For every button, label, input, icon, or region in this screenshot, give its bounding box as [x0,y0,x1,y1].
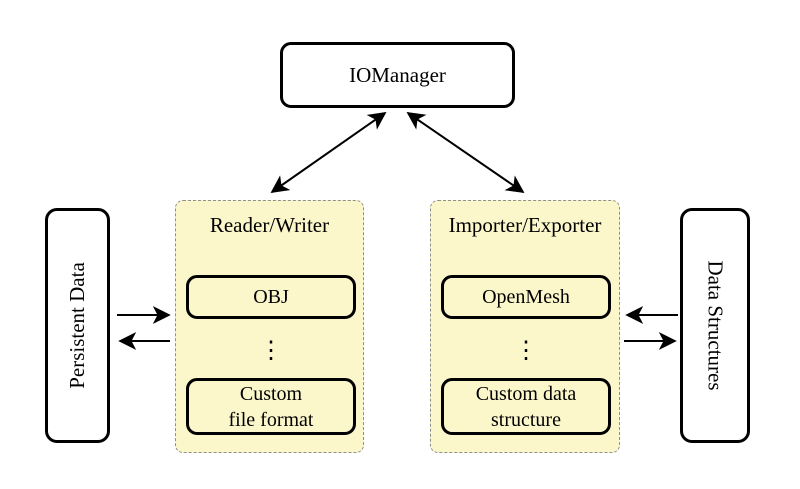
node-custom-data-structure: Custom data structure [441,378,611,435]
arrow-iomanager-readerwriter [270,111,387,194]
node-custom-file-format: Custom file format [186,378,356,435]
node-obj: OBJ [186,275,356,319]
node-iomanager: IOManager [280,42,515,108]
custom-file-format-line2: file format [228,408,314,431]
custom-data-structure-line2: structure [491,408,561,431]
node-persistent-data: Persistent Data [45,208,110,443]
data-structures-label: Data Structures [703,260,728,391]
group-reader-writer: Reader/Writer OBJ ⋮ Custom file format [175,200,364,453]
vertical-ellipsis-right: ⋮ [514,338,538,364]
group-importer-exporter-title: Importer/Exporter [448,213,602,237]
vertical-ellipsis-left: ⋮ [259,338,283,364]
openmesh-label: OpenMesh [482,286,570,308]
node-openmesh: OpenMesh [441,275,611,319]
custom-file-format-line1: Custom [239,382,303,405]
custom-data-structure-line1: Custom data [475,382,577,405]
arrow-iomanager-importerexporter [406,111,525,194]
group-reader-writer-title: Reader/Writer [209,213,330,237]
obj-label: OBJ [253,286,289,308]
group-importer-exporter: Importer/Exporter OpenMesh ⋮ Custom data… [430,200,620,453]
persistent-data-label: Persistent Data [65,262,89,389]
node-data-structures: Data Structures [680,208,750,443]
iomanager-label: IOManager [349,62,446,87]
